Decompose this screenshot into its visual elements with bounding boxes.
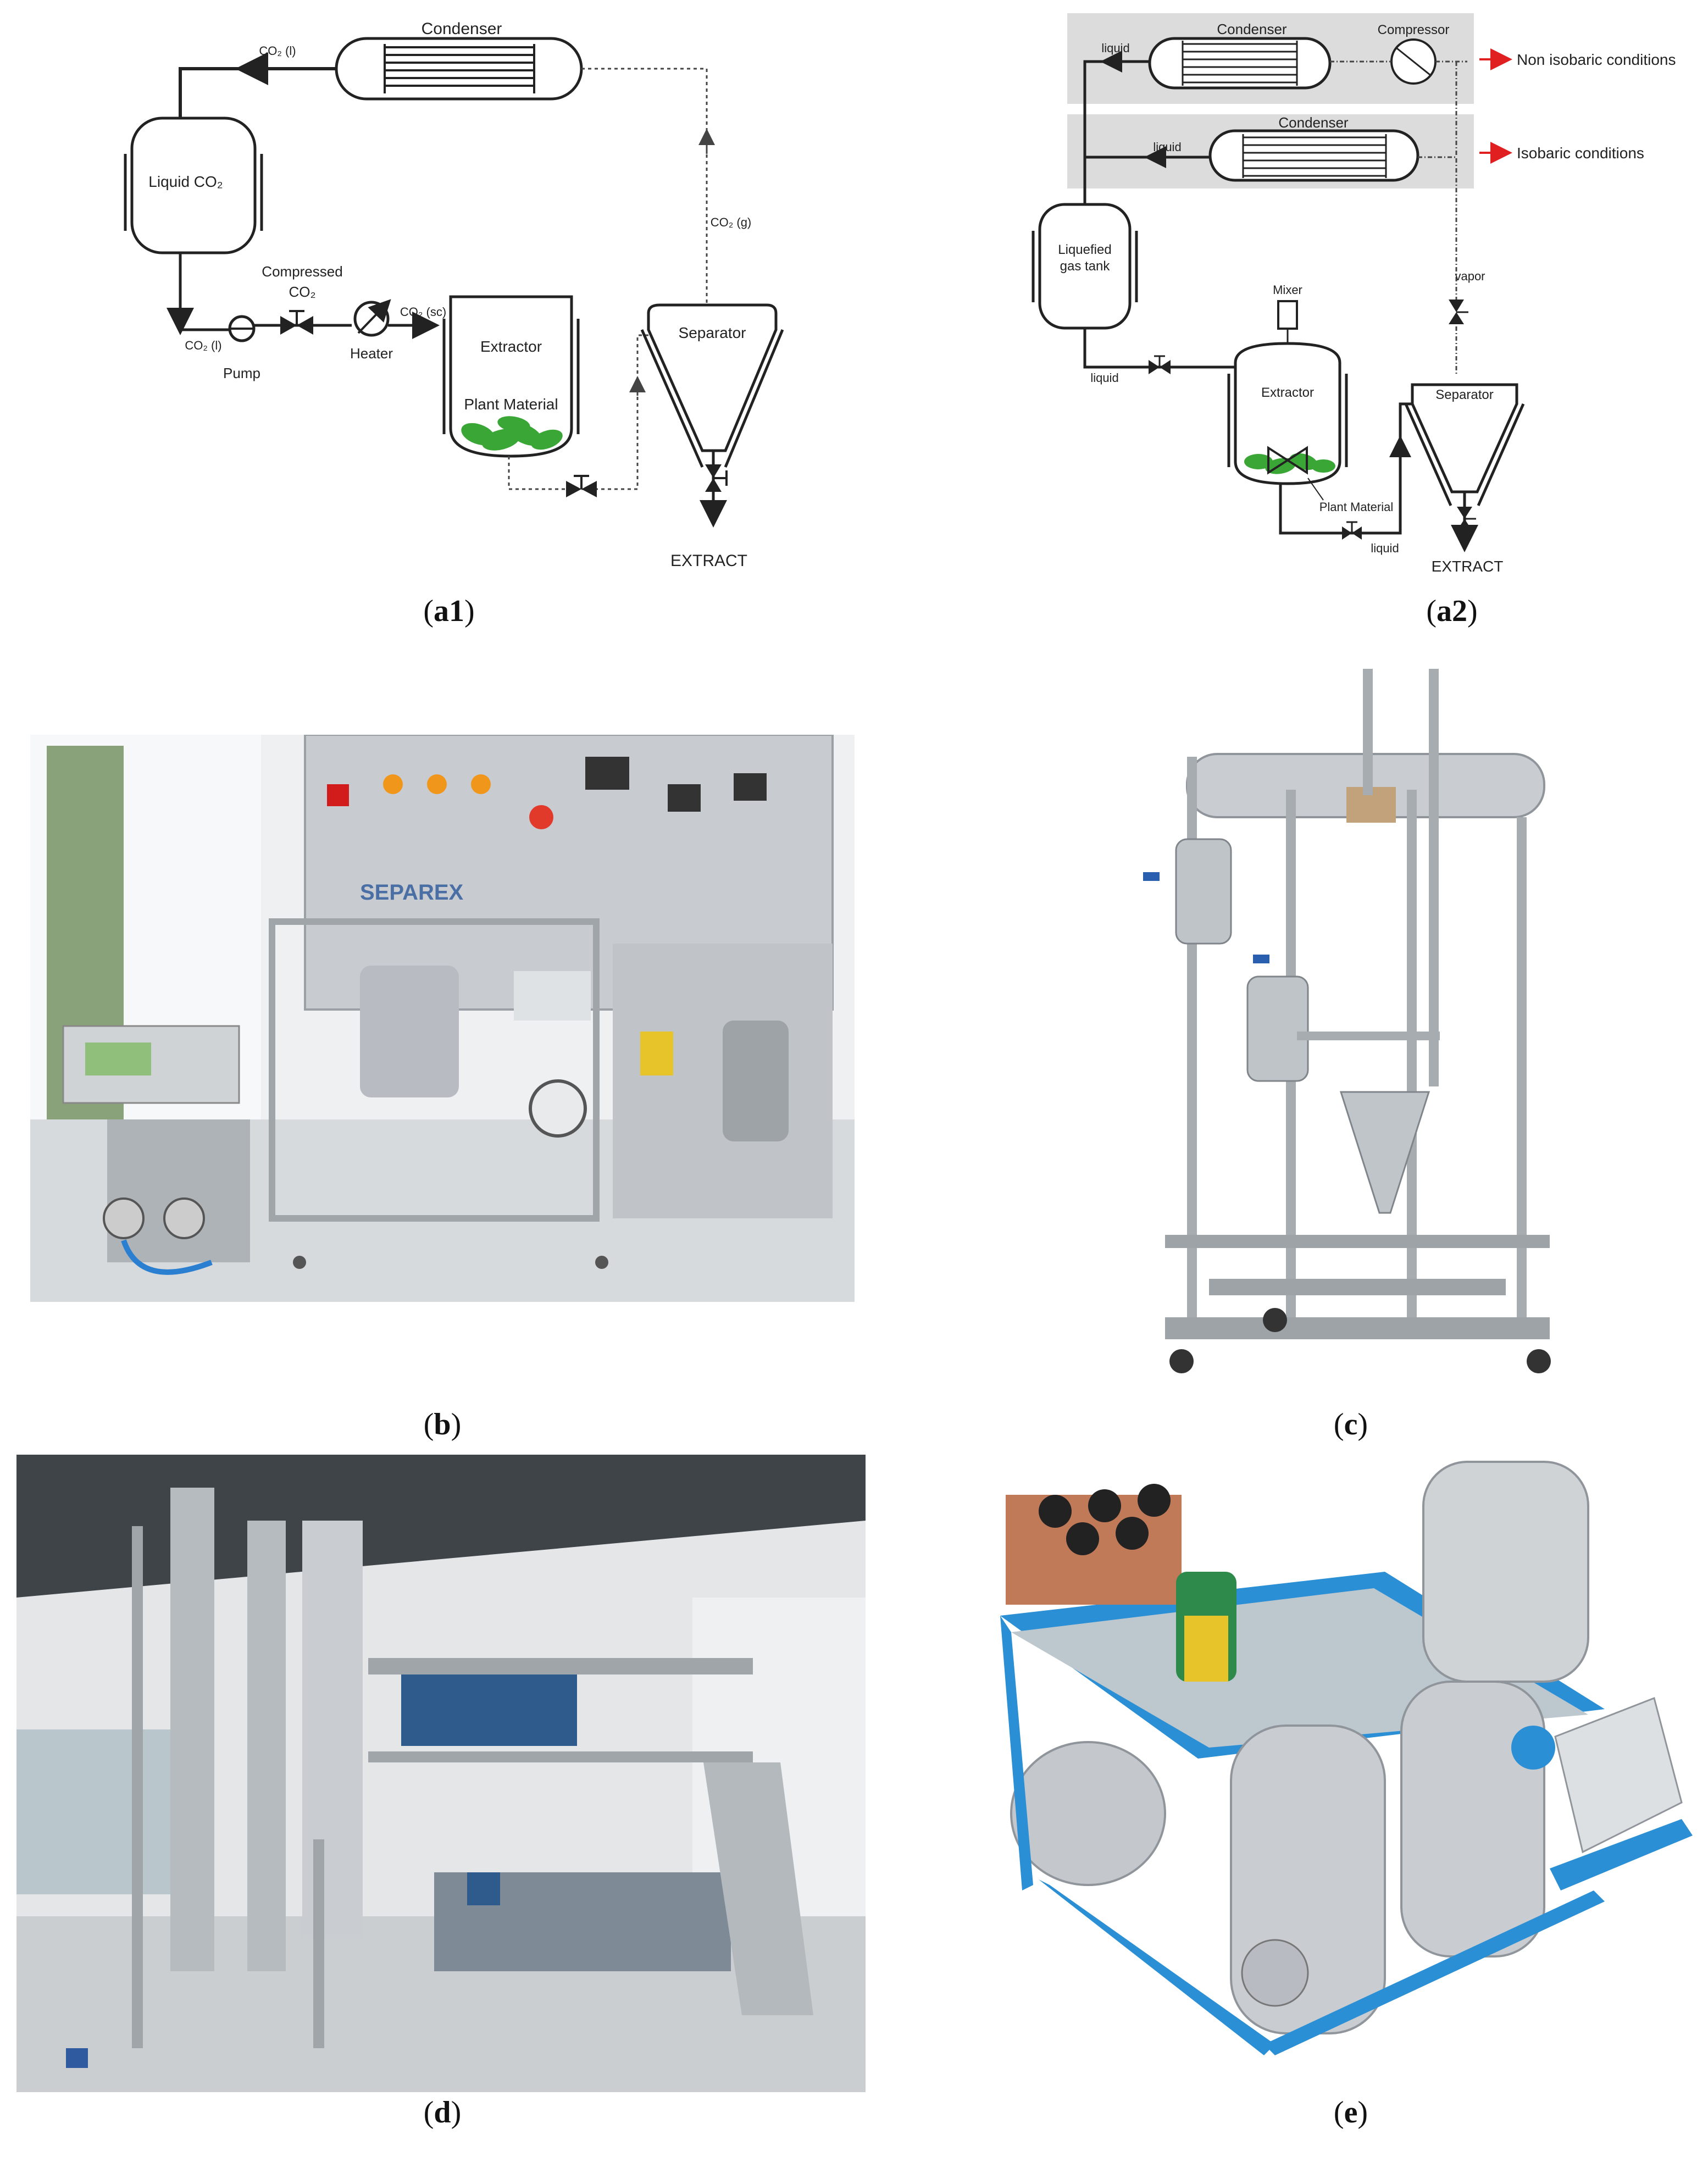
label-liquid-top: liquid bbox=[1101, 41, 1129, 55]
photo-c-skid bbox=[1132, 652, 1572, 1394]
label-condenser-mid: Condenser bbox=[1278, 114, 1349, 131]
caption-a1: (a1) bbox=[423, 594, 475, 628]
photo-d-industrial-plant bbox=[16, 1455, 866, 2092]
condenser-mid-a2 bbox=[1208, 129, 1419, 182]
diagram-a1: Condenser Liquid CO₂ CO₂ (l) CO₂ (g) CO₂… bbox=[0, 0, 854, 628]
pump-symbol bbox=[228, 315, 256, 342]
diagram-a2-svg: Condenser Compressor Non isobaric condit… bbox=[1032, 13, 1676, 575]
valve-a1-bottom bbox=[566, 475, 597, 497]
label-pump: Pump bbox=[223, 365, 260, 381]
label-heater: Heater bbox=[350, 345, 393, 362]
label-plant-material-a2: Plant Material bbox=[1319, 500, 1394, 514]
label-non-isobaric: Non isobaric conditions bbox=[1517, 51, 1676, 68]
brand-separex: SEPAREX bbox=[360, 880, 464, 905]
label-co2-l-bottom: CO₂ (l) bbox=[185, 339, 221, 352]
label-co2-l-top: CO₂ (l) bbox=[259, 44, 296, 58]
diagram-a1-svg: Condenser Liquid CO₂ CO₂ (l) CO₂ (g) CO₂… bbox=[124, 20, 784, 570]
label-separator: Separator bbox=[679, 324, 746, 341]
valve-a1-separator bbox=[705, 464, 728, 492]
caption-e: (e) bbox=[1333, 2095, 1368, 2130]
valve-a2-bottom bbox=[1342, 521, 1362, 540]
photo-d-illustration bbox=[16, 1455, 866, 2092]
label-compressor: Compressor bbox=[1378, 23, 1450, 37]
label-extractor: Extractor bbox=[480, 338, 542, 355]
valve-compressed bbox=[280, 310, 313, 335]
condenser-top-a2 bbox=[1148, 37, 1332, 90]
separator-a1 bbox=[640, 303, 784, 468]
label-isobaric: Isobaric conditions bbox=[1517, 145, 1644, 162]
label-mixer: Mixer bbox=[1273, 283, 1302, 297]
photo-b-lab-unit: SEPAREX bbox=[30, 735, 855, 1302]
label-co2-g: CO₂ (g) bbox=[711, 215, 752, 229]
label-liquefied-2: gas tank bbox=[1060, 259, 1111, 274]
label-extractor-a2: Extractor bbox=[1261, 385, 1314, 400]
label-liquid-mid: liquid bbox=[1153, 140, 1181, 154]
valve-vapor bbox=[1449, 300, 1468, 324]
photo-e-illustration bbox=[989, 1451, 1698, 2088]
label-condenser: Condenser bbox=[422, 20, 502, 38]
photo-c-illustration bbox=[1132, 652, 1572, 1394]
caption-c: (c) bbox=[1333, 1407, 1368, 1441]
label-condenser-top: Condenser bbox=[1217, 21, 1287, 37]
label-liquid-left: liquid bbox=[1090, 371, 1118, 385]
label-compressed: Compressed bbox=[262, 263, 342, 280]
label-extract-a2: EXTRACT bbox=[1432, 558, 1504, 575]
extractor-a2 bbox=[1227, 342, 1348, 485]
photo-e-process-skid bbox=[989, 1451, 1698, 2088]
separator-a2 bbox=[1404, 383, 1525, 507]
label-liquid-co2: Liquid CO₂ bbox=[148, 173, 223, 190]
liquid-co2-vessel bbox=[124, 117, 263, 254]
caption-b: (b) bbox=[423, 1407, 462, 1441]
label-separator-a2: Separator bbox=[1435, 387, 1493, 402]
caption-d: (d) bbox=[423, 2095, 462, 2130]
label-co2-sc: CO₂ (sc) bbox=[400, 305, 446, 319]
label-vapor: vapor bbox=[1455, 269, 1485, 283]
label-co2-compressed: CO₂ bbox=[289, 284, 315, 300]
condenser-a1 bbox=[335, 37, 583, 101]
compressor-symbol bbox=[1390, 38, 1437, 85]
photo-b-illustration: SEPAREX bbox=[30, 735, 855, 1302]
label-liquid-bottom: liquid bbox=[1371, 541, 1399, 555]
label-liquefied-1: Liquefied bbox=[1058, 242, 1111, 257]
mixer-box bbox=[1277, 300, 1298, 330]
caption-a2: (a2) bbox=[1426, 594, 1478, 628]
heater-symbol bbox=[353, 299, 391, 337]
label-plant-material: Plant Material bbox=[464, 396, 558, 413]
label-extract: EXTRACT bbox=[670, 552, 747, 570]
valve-a2-separator bbox=[1457, 507, 1476, 531]
extractor-a1 bbox=[442, 295, 580, 458]
valve-a2-left bbox=[1149, 355, 1171, 374]
diagram-a2: Condenser Compressor Non isobaric condit… bbox=[1022, 0, 1708, 628]
